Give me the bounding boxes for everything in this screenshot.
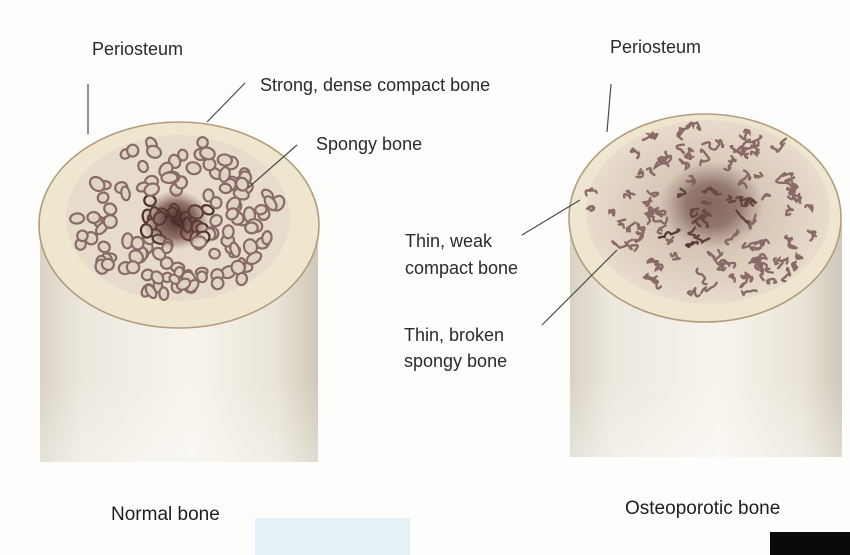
osteoporotic-bone-caption: Osteoporotic bone — [625, 498, 780, 519]
osteo-compact-line2: compact bone — [405, 258, 518, 278]
normal-bone — [39, 122, 319, 462]
osteo-spongy-line2: spongy bone — [404, 351, 507, 371]
normal-compact-bone-label: Strong, dense compact bone — [260, 75, 490, 95]
trabecular-pore — [219, 183, 232, 194]
trabecular-pore — [261, 231, 272, 245]
normal-bone-marrow-core — [142, 190, 210, 250]
broken-trabecula — [750, 277, 752, 282]
trabecular-pore — [127, 144, 139, 157]
normal-spongy-bone-label: Spongy bone — [316, 134, 422, 154]
scan-artifact-light — [255, 518, 410, 555]
broken-trabecula — [655, 264, 662, 270]
trabecular-pore — [217, 154, 233, 167]
osteo-periosteum-leader — [607, 84, 611, 132]
trabecular-pore — [211, 277, 224, 290]
broken-trabecula — [750, 247, 761, 250]
trabecular-pore — [87, 211, 101, 223]
trabecular-pore — [159, 287, 169, 300]
trabecular-pore — [222, 225, 234, 239]
normal-compact-leader — [207, 83, 245, 122]
osteoporotic-bone — [569, 114, 842, 457]
scan-artifact-dark — [770, 532, 850, 555]
osteo-spongy-line1: Thin, broken — [404, 325, 504, 345]
trabecular-pore — [70, 213, 85, 225]
trabecular-pore — [161, 172, 178, 183]
trabecular-pore — [245, 222, 258, 233]
osteo-compact-line1: Thin, weak — [405, 231, 493, 251]
normal-periosteum-label: Periosteum — [92, 39, 183, 59]
osteo-periosteum-label: Periosteum — [610, 37, 701, 57]
trabecular-pore — [255, 204, 268, 215]
broken-trabecula — [587, 206, 594, 211]
normal-bone-caption: Normal bone — [111, 504, 220, 525]
trabecular-pore — [196, 270, 208, 283]
osteoporotic-bone-marrow-core — [660, 161, 764, 249]
